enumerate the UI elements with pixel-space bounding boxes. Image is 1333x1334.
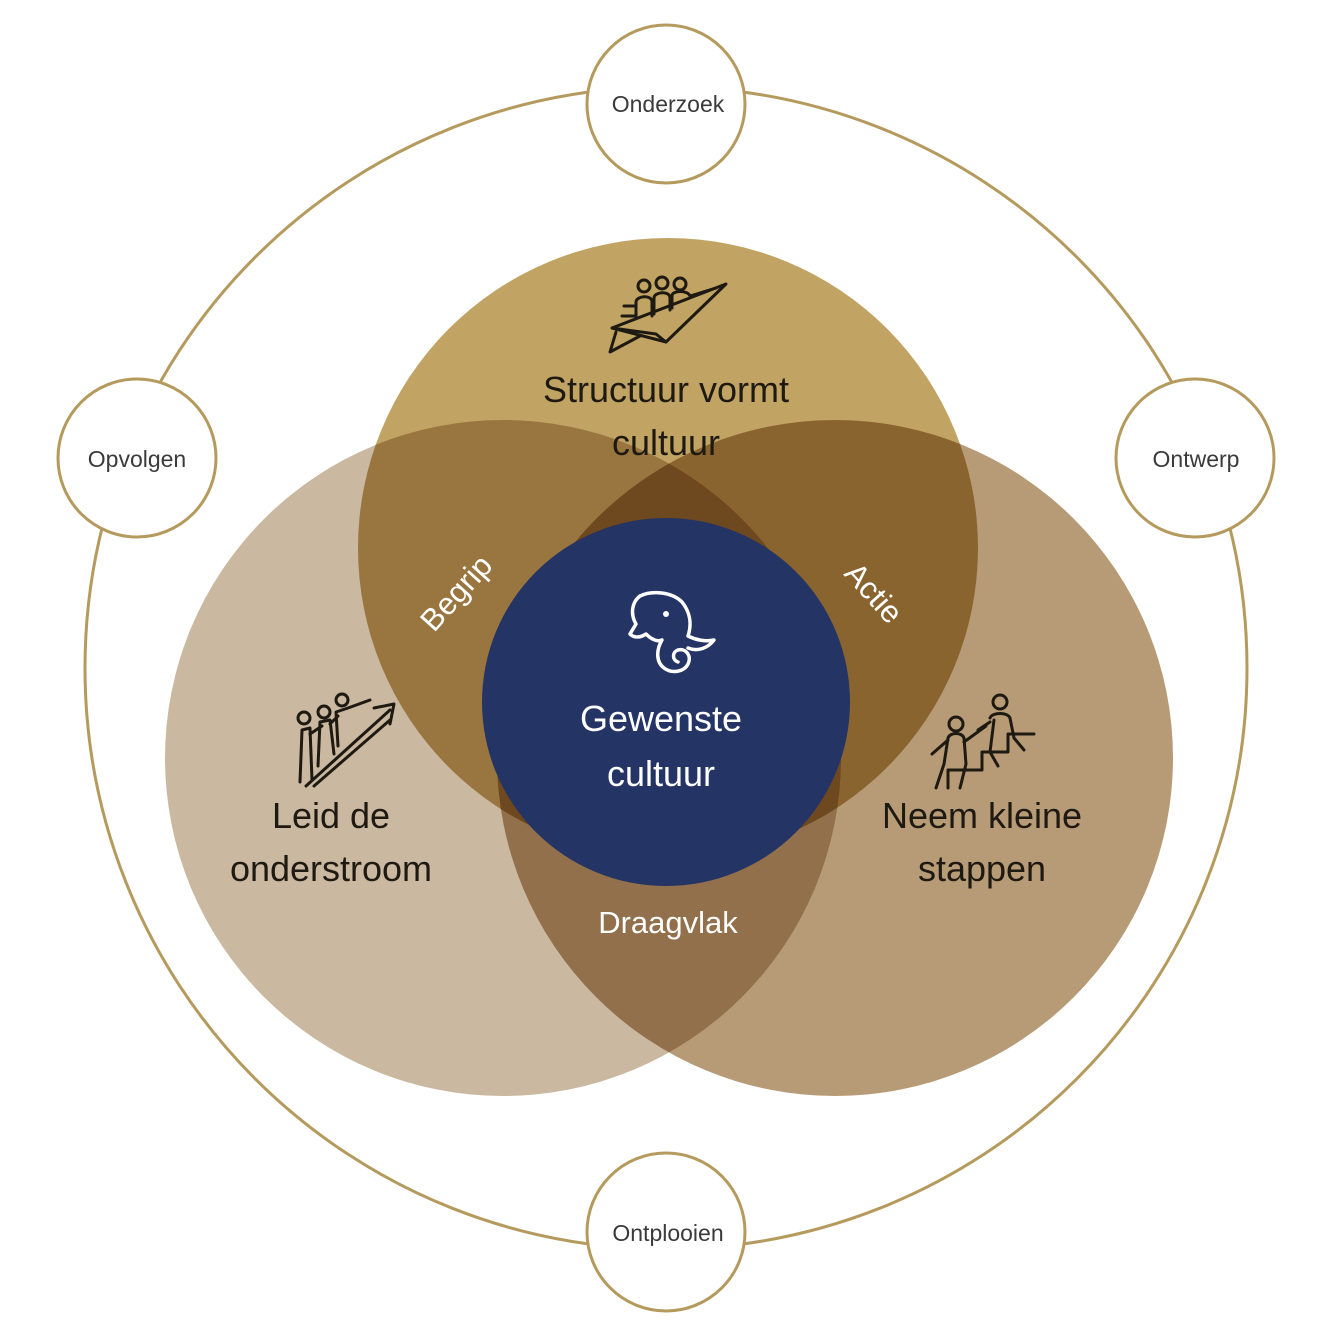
phase-label-onderzoek: Onderzoek — [612, 91, 725, 117]
phase-label-opvolgen: Opvolgen — [88, 446, 186, 472]
right-circle-title-line1: Neem kleine — [882, 795, 1082, 836]
center-circle — [482, 518, 850, 886]
center-title-line2: cultuur — [607, 753, 715, 794]
right-circle-title-line2: stappen — [918, 848, 1046, 889]
left-circle-title-line1: Leid de — [272, 795, 390, 836]
top-circle-title-line1: Structuur vormt — [543, 369, 789, 410]
left-circle-title-line2: onderstroom — [230, 848, 432, 889]
phase-label-ontwerp: Ontwerp — [1153, 446, 1240, 472]
climbing-arrow-team-icon — [296, 692, 396, 788]
center-title-line1: Gewenste — [580, 698, 742, 739]
top-circle-title-line2: cultuur — [612, 422, 720, 463]
helping-hand-stairs-icon — [930, 693, 1036, 790]
phase-node-top: Onderzoek — [585, 23, 747, 185]
overlap-label-draagvlak: Draagvlak — [598, 905, 738, 940]
phase-label-ontplooien: Ontplooien — [612, 1220, 723, 1246]
elephant-icon — [628, 590, 716, 674]
phase-node-left: Opvolgen — [56, 377, 218, 539]
phase-node-bottom: Ontplooien — [585, 1151, 747, 1313]
paper-plane-team-icon — [608, 275, 728, 354]
phase-node-right: Ontwerp — [1114, 377, 1276, 539]
